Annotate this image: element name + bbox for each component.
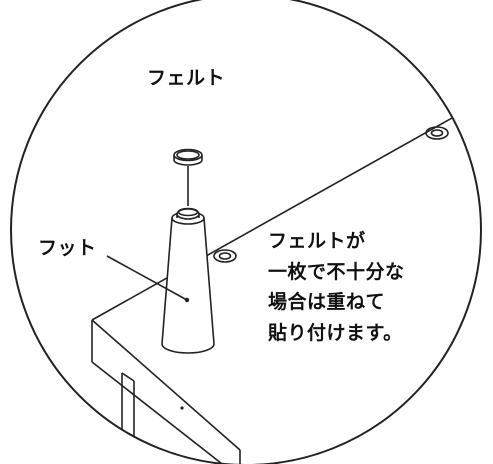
foot bbox=[161, 207, 215, 354]
screw-dot bbox=[180, 406, 184, 410]
note-line: 貼り付けます。 bbox=[268, 321, 403, 344]
circle-frame bbox=[10, 0, 482, 464]
felt-label: フェルト bbox=[147, 67, 226, 89]
foot-label: フット bbox=[38, 237, 97, 259]
leader-dot bbox=[184, 297, 190, 303]
felt-pad bbox=[173, 148, 203, 166]
mounting-hole-right bbox=[425, 126, 449, 140]
note-line: 場合は重ねて bbox=[268, 291, 386, 313]
note-line: フェルトが bbox=[268, 230, 366, 252]
foot-leader-line bbox=[106, 255, 188, 301]
note-line: 一枚で不十分な bbox=[268, 260, 405, 283]
mounting-hole-left bbox=[213, 249, 237, 263]
instruction-note: フェルトが 一枚で不十分な 場合は重ねて 貼り付けます。 bbox=[268, 226, 405, 348]
